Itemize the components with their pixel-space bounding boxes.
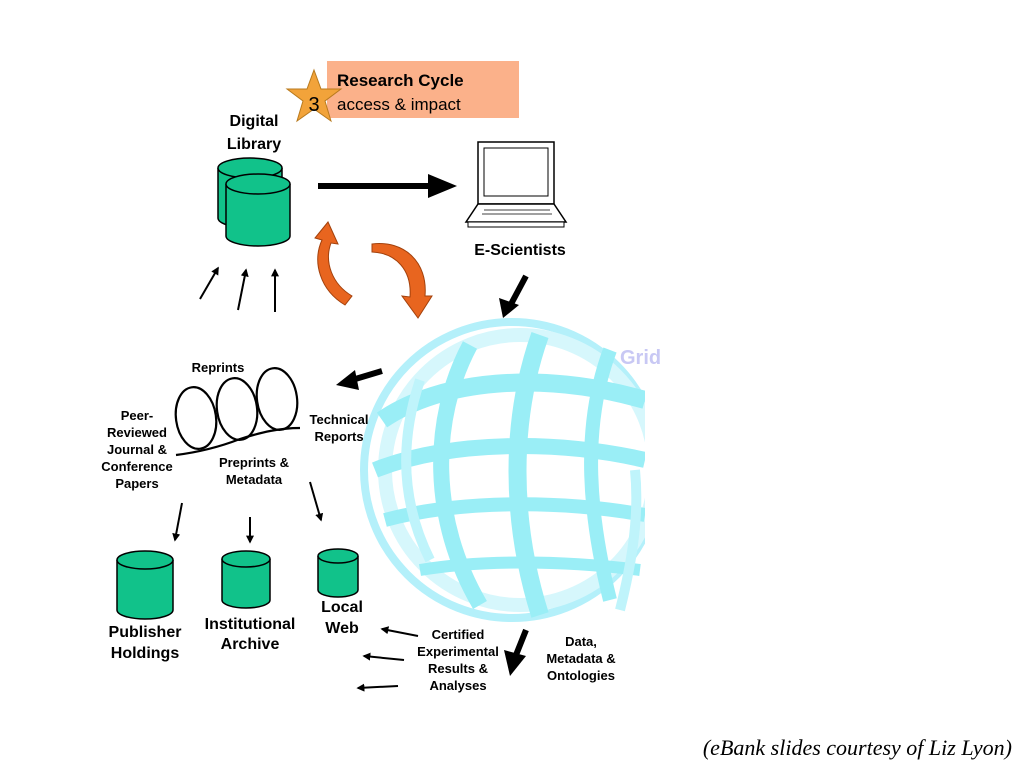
- svg-text:Certified: Certified: [432, 627, 485, 642]
- svg-text:Metadata: Metadata: [226, 472, 283, 487]
- svg-text:Results &: Results &: [428, 661, 488, 676]
- research-cycle-title: Research Cycle: [337, 71, 464, 90]
- publisher-holdings-database-icon: [116, 550, 174, 620]
- grid-to-publications-arrow: [351, 368, 383, 383]
- svg-text:Publisher: Publisher: [109, 624, 182, 641]
- escientists-to-grid-arrow: [507, 274, 529, 308]
- grid-label: Grid: [620, 347, 661, 369]
- svg-text:Archive: Archive: [221, 636, 280, 653]
- svg-text:Metadata &: Metadata &: [546, 651, 615, 666]
- digital-library-label-2: Library: [227, 136, 281, 153]
- digital-library-database-icon: [217, 157, 291, 247]
- grid-to-publications-arrowhead: [336, 370, 359, 390]
- step-number: 3: [308, 94, 319, 116]
- svg-text:Analyses: Analyses: [429, 678, 486, 693]
- input-arrow-1: [199, 266, 219, 300]
- results-arrow-1: [380, 626, 419, 637]
- e-scientists-label: E-Scientists: [474, 242, 566, 259]
- svg-text:Technical: Technical: [309, 412, 368, 427]
- results-arrow-2: [362, 652, 405, 661]
- peer-reviewed-label: Peer- Reviewed Journal & Conference Pape…: [101, 408, 173, 491]
- svg-text:Papers: Papers: [115, 476, 158, 491]
- publisher-holdings-label: Publisher Holdings: [109, 624, 182, 662]
- institutional-archive-label: Institutional Archive: [205, 616, 296, 653]
- svg-text:Data,: Data,: [565, 634, 597, 649]
- svg-text:Journal &: Journal &: [107, 442, 167, 457]
- grid-to-results-arrow: [513, 628, 529, 657]
- to-local-web-arrow: [309, 481, 324, 522]
- input-arrow-2: [237, 268, 249, 311]
- grid-to-results-arrowhead: [504, 650, 526, 676]
- publication-loops-icon: [174, 367, 301, 457]
- credit-caption: (eBank slides courtesy of Liz Lyon): [702, 735, 1012, 760]
- library-to-escientists-arrowhead: [428, 174, 457, 198]
- svg-text:Institutional: Institutional: [205, 616, 296, 633]
- research-cycle-box: [327, 61, 519, 118]
- svg-text:Experimental: Experimental: [417, 644, 499, 659]
- svg-text:Peer-: Peer-: [121, 408, 154, 423]
- svg-text:Reports: Reports: [314, 429, 363, 444]
- results-arrow-3: [356, 683, 399, 692]
- data-metadata-label: Data, Metadata & Ontologies: [546, 634, 615, 683]
- escientists-to-grid-arrowhead: [499, 298, 519, 318]
- svg-text:Ontologies: Ontologies: [547, 668, 615, 683]
- svg-text:Holdings: Holdings: [111, 645, 180, 662]
- local-web-database-icon: [317, 548, 359, 598]
- to-publisher-arrow: [172, 502, 183, 542]
- laptop-icon: [464, 141, 568, 228]
- svg-text:Conference: Conference: [101, 459, 173, 474]
- svg-text:Reviewed: Reviewed: [107, 425, 167, 440]
- certified-results-label: Certified Experimental Results & Analyse…: [417, 627, 499, 693]
- research-cycle-subtitle: access & impact: [337, 95, 461, 114]
- local-web-label: Local Web: [321, 599, 363, 637]
- cycle-arrows-icon: [314, 221, 433, 319]
- svg-text:Web: Web: [325, 620, 359, 637]
- technical-reports-label: Technical Reports: [309, 412, 368, 444]
- star-icon: [285, 68, 343, 123]
- preprints-label: Preprints & Metadata: [219, 455, 289, 487]
- grid-globe-icon: [360, 318, 645, 622]
- reprints-label: Reprints: [192, 360, 245, 375]
- institutional-archive-database-icon: [221, 550, 271, 609]
- svg-text:Preprints &: Preprints &: [219, 455, 289, 470]
- svg-text:Local: Local: [321, 599, 363, 616]
- digital-library-label-1: Digital: [230, 113, 279, 130]
